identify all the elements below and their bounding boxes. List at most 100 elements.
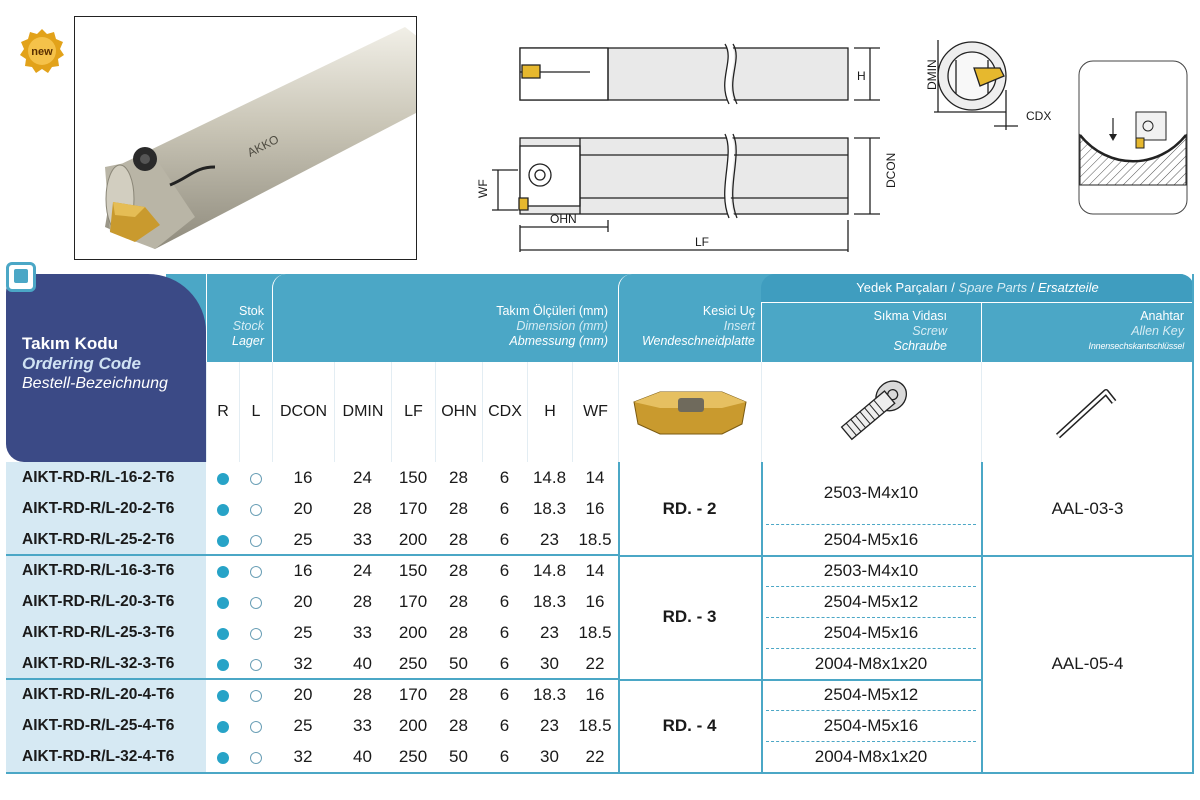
new-badge: new xyxy=(20,29,64,73)
in-stock-dot-icon xyxy=(216,627,229,640)
key-header: Anahtar Allen Key Innensechskantschlüsse… xyxy=(981,302,1194,362)
dim-ohn-cell: 28 xyxy=(449,716,468,735)
dashed-divider xyxy=(766,586,976,587)
dim-dcon-cell: 20 xyxy=(293,499,313,518)
badge-seal-icon xyxy=(20,29,64,73)
dim-label-wf: WF xyxy=(476,179,490,198)
dim-wf-cell: 18.5 xyxy=(578,530,612,549)
dim-h-cell: 18.3 xyxy=(532,499,567,518)
not-in-stock-dot-icon xyxy=(249,720,262,733)
not-in-stock-dot-icon xyxy=(249,627,262,640)
stock-l-cell xyxy=(239,741,272,772)
not-in-stock-dot-icon xyxy=(249,751,262,764)
dim-dcon-cell: 25 xyxy=(293,623,313,642)
not-in-stock-dot-icon xyxy=(249,472,262,485)
grid-line xyxy=(6,772,1194,774)
not-in-stock-dot-icon xyxy=(249,658,262,671)
technical-drawing-side: H DCON WF OHN LF xyxy=(476,42,898,252)
ordering-code-header: Takım Kodu Ordering Code Bestell-Bezeich… xyxy=(6,274,206,462)
dim-dmin-cell: 33 xyxy=(353,716,372,735)
dim-lf-cell: 170 xyxy=(398,592,428,611)
screw-cell-2: 2504-M5x16 xyxy=(823,529,919,549)
in-stock-dot-icon xyxy=(216,596,229,609)
in-stock-dot-icon xyxy=(216,534,229,547)
screw-header: Sıkma Vidası Screw Schraube xyxy=(761,302,981,362)
screw-cell-9: 2004-M8x1x20 xyxy=(814,746,928,766)
dim-h-cell: 30 xyxy=(540,747,559,766)
group-separator xyxy=(6,554,618,556)
dim-ohn-cell: 28 xyxy=(449,685,468,704)
dim-cdx-cell: 6 xyxy=(499,716,510,735)
insert-icon xyxy=(633,391,747,435)
colhead-lf: LF xyxy=(391,362,435,462)
dim-ohn-cell: 28 xyxy=(449,499,468,518)
badge-label: new xyxy=(31,46,53,58)
not-in-stock-dot-icon xyxy=(249,534,262,547)
dim-dmin-cell: 40 xyxy=(353,654,372,673)
table-corner-icon xyxy=(6,262,36,292)
stock-header: Stok Stock Lager xyxy=(206,274,272,362)
colhead-cdx: CDX xyxy=(482,362,527,462)
dim-lf-cell: 170 xyxy=(398,685,428,704)
dim-cdx-cell: 6 xyxy=(499,592,510,611)
dim-wf-cell: 18.5 xyxy=(578,716,612,735)
screw-cell-5: 2504-M5x16 xyxy=(823,622,919,642)
colhead-r: R xyxy=(206,362,239,462)
dim-dmin-cell: 28 xyxy=(353,592,372,611)
dim-cdx-cell: 6 xyxy=(499,623,510,642)
stock-l-cell xyxy=(239,524,272,555)
dim-lf-cell: 200 xyxy=(398,716,428,735)
not-in-stock-dot-icon xyxy=(249,596,262,609)
not-in-stock-dot-icon xyxy=(249,689,262,702)
dim-lf-cell: 200 xyxy=(398,623,428,642)
dim-cdx-cell: 6 xyxy=(499,468,510,487)
stock-r-cell xyxy=(206,648,239,679)
ordering-code-cell: AIKT-RD-R/L-32-4-T6 xyxy=(6,741,206,772)
not-in-stock-dot-icon xyxy=(249,503,262,516)
dim-lf-cell: 170 xyxy=(398,499,428,518)
stock-l-cell xyxy=(239,555,272,586)
dim-dcon-cell: 20 xyxy=(293,685,313,704)
stock-l-cell xyxy=(239,493,272,524)
tool-photo: AKKO xyxy=(74,16,417,260)
ordering-code-cell: AIKT-RD-R/L-25-3-T6 xyxy=(6,617,206,648)
dim-wf-cell: 14 xyxy=(585,468,605,487)
dim-lf-cell: 150 xyxy=(398,468,428,487)
dim-label-lf: LF xyxy=(695,235,709,249)
dim-ohn-cell: 50 xyxy=(449,747,468,766)
stock-l-cell xyxy=(239,617,272,648)
key-cell-2: AAL-05-4 xyxy=(1051,653,1124,673)
dashed-divider xyxy=(766,617,976,618)
dim-cdx-cell: 6 xyxy=(499,499,510,518)
insert-rd3: RD. - 3 xyxy=(662,607,717,626)
dim-wf-cell: 22 xyxy=(585,747,605,766)
dim-h-cell: 23 xyxy=(540,530,559,549)
dim-wf-cell: 18.5 xyxy=(578,623,612,642)
dim-cdx-cell: 6 xyxy=(499,654,510,673)
colhead-h: H xyxy=(527,362,572,462)
stock-r-cell xyxy=(206,493,239,524)
dim-dcon-cell: 16 xyxy=(293,561,313,580)
dim-label-ohn: OHN xyxy=(550,212,577,226)
ordering-code-cell: AIKT-RD-R/L-25-4-T6 xyxy=(6,710,206,741)
dim-ohn-cell: 28 xyxy=(449,530,468,549)
in-stock-dot-icon xyxy=(216,689,229,702)
dim-h-cell: 30 xyxy=(540,654,559,673)
stock-r-cell xyxy=(206,524,239,555)
dashed-divider xyxy=(766,524,976,525)
dim-wf-cell: 16 xyxy=(585,592,605,611)
ordering-code-cell: AIKT-RD-R/L-16-2-T6 xyxy=(6,462,206,493)
screw-cell-3: 2503-M4x10 xyxy=(823,560,919,580)
insert-rd2: RD. - 2 xyxy=(662,498,717,518)
insert-rd4: RD. - 4 xyxy=(662,715,717,735)
key-image-cell xyxy=(981,362,1194,462)
screw-cell-1: 2503-M4x10 xyxy=(823,483,919,502)
screw-image-cell xyxy=(761,362,981,462)
grid-line xyxy=(981,462,983,772)
stock-r-cell xyxy=(206,586,239,617)
colhead-l: L xyxy=(239,362,272,462)
